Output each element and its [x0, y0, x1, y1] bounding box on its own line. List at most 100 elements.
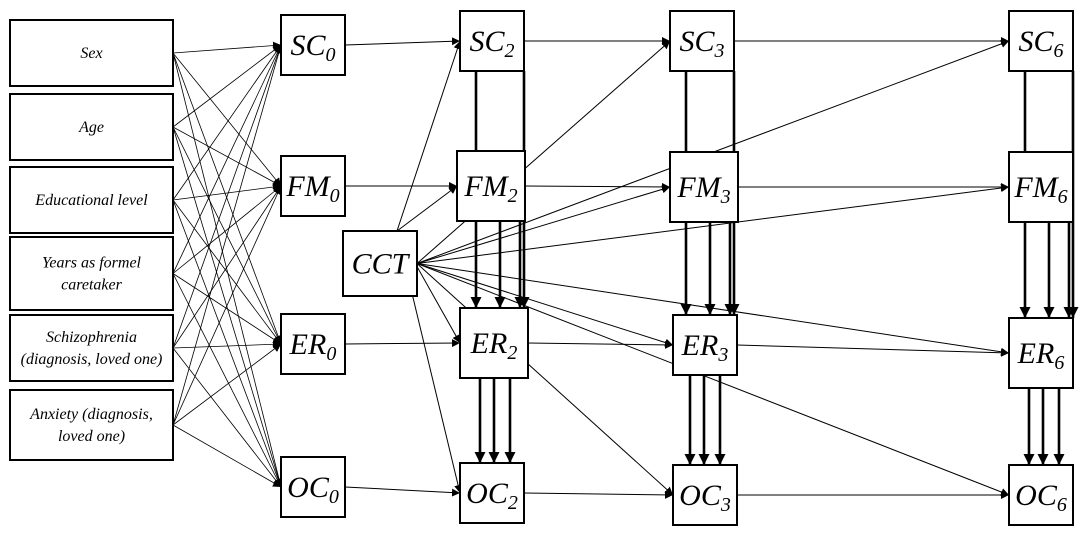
path-arrow-44 [416, 263, 674, 496]
node-label-subscript: 2 [505, 40, 515, 62]
node-box [280, 313, 346, 375]
node-box [672, 314, 738, 376]
path-arrow-17 [172, 44, 283, 349]
node-label: FM2 [463, 170, 517, 207]
path-arrow-42 [416, 185, 671, 264]
node-box [280, 456, 346, 518]
node-sc2: SC2 [459, 10, 525, 72]
node-label: FM0 [285, 170, 339, 207]
path-arrow-30 [524, 182, 671, 191]
path-arrow-2 [172, 52, 282, 187]
node-box [280, 155, 346, 217]
covariate-years: Years as formel caretaker [9, 236, 174, 311]
covariate-label: loved one) [58, 428, 125, 445]
node-er0: ER0 [280, 313, 346, 375]
path-arrow-14 [172, 185, 282, 274]
node-label-subscript: 3 [714, 40, 725, 62]
node-label-main: SC [679, 25, 715, 58]
covariate-label: Age [78, 119, 104, 136]
path-arrow-37 [396, 40, 462, 232]
node-label-subscript: 6 [1058, 186, 1068, 208]
node-cct: CCT [342, 230, 418, 297]
node-label: ER3 [681, 329, 729, 366]
node-label-main: ER [681, 329, 719, 362]
node-label-subscript: 0 [326, 44, 336, 66]
node-label: FM6 [1013, 171, 1067, 208]
path-arrow-43 [416, 263, 674, 347]
covariate-age: Age [9, 93, 174, 161]
node-box [459, 462, 525, 524]
path-arrow-48 [416, 263, 1010, 496]
node-box [1008, 464, 1074, 526]
covariate-label: Years as formel [42, 255, 142, 272]
path-arrow-1 [172, 41, 282, 54]
node-label: SC6 [1018, 25, 1063, 62]
covariate-sex: Sex [9, 19, 174, 87]
path-arrow-9 [172, 44, 282, 201]
node-label: ER2 [470, 327, 518, 364]
node-label-subscript: 0 [329, 486, 339, 508]
covariate-label: Anxiety (diagnosis, [29, 406, 153, 423]
path-arrow-23 [172, 343, 282, 426]
node-box [1008, 317, 1074, 389]
node-box [669, 151, 739, 223]
path-arrow-22 [172, 185, 282, 426]
node-box [669, 10, 735, 72]
path-arrow-6 [172, 126, 282, 187]
covariate-label: (diagnosis, loved one) [21, 351, 163, 368]
covariate-label: Sex [80, 45, 102, 62]
edges-layer [172, 37, 1079, 499]
path-arrow-41 [416, 40, 671, 264]
node-oc6: OC6 [1008, 464, 1074, 526]
node-er2: ER2 [459, 307, 529, 379]
node-box [672, 464, 738, 526]
node-box [1008, 10, 1074, 72]
node-sc6: SC6 [1008, 10, 1074, 72]
node-label-main: FM [676, 171, 722, 204]
node-box [280, 14, 346, 76]
node-label-subscript: 2 [508, 185, 518, 207]
node-box [342, 230, 418, 297]
node-sc3: SC3 [669, 10, 735, 72]
node-label-main: ER [289, 328, 327, 361]
node-label: OC6 [1015, 479, 1067, 516]
node-fm0: FM0 [280, 155, 346, 217]
node-label-subscript: 0 [326, 343, 336, 365]
covariate-box [9, 236, 174, 311]
node-label: SC0 [290, 29, 335, 66]
path-arrow-31 [527, 340, 674, 349]
covariate-label: caretaker [61, 277, 122, 294]
covariate-label: Educational level [34, 192, 148, 209]
node-box [1008, 151, 1074, 223]
node-label-main: FM [285, 170, 331, 203]
node-label: SC3 [679, 25, 724, 62]
node-fm6: FM6 [1008, 151, 1074, 223]
node-label-subscript: 0 [330, 185, 340, 207]
covariate-box [9, 389, 174, 461]
path-arrow-16 [172, 273, 282, 488]
path-arrow-19 [172, 340, 282, 349]
node-fm3: FM3 [669, 151, 739, 223]
node-label-main: SC [1018, 25, 1054, 58]
covariate-edu: Educational level [9, 166, 174, 234]
covariate-box [9, 166, 174, 234]
path-arrow-12 [172, 199, 282, 488]
path-arrow-32 [523, 490, 674, 499]
path-arrow-24 [172, 424, 282, 488]
node-label: ER6 [1017, 337, 1065, 374]
path-arrow-10 [172, 183, 282, 201]
node-box [456, 150, 526, 222]
node-label-subscript: 3 [717, 344, 728, 366]
path-arrow-25 [344, 37, 461, 46]
node-label-subscript: 6 [1054, 352, 1064, 374]
node-oc2: OC2 [459, 462, 525, 524]
node-label: OC2 [466, 477, 518, 514]
path-arrow-21 [172, 44, 283, 426]
node-label: OC3 [679, 479, 731, 516]
node-label-subscript: 6 [1054, 40, 1064, 62]
node-er3: ER3 [672, 314, 738, 376]
node-oc0: OC0 [280, 456, 346, 518]
path-arrow-38 [396, 185, 458, 232]
